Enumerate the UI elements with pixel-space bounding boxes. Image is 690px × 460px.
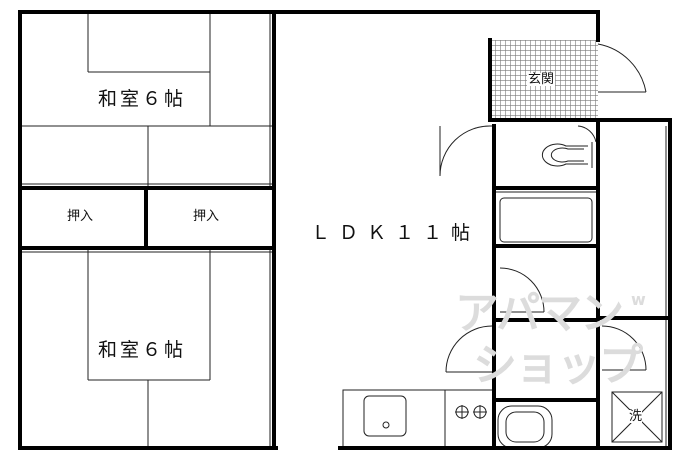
label-ldk: ＬＤＫ１１帖 — [311, 222, 480, 244]
label-sentaku: 洗 — [629, 409, 643, 424]
label-washitsu-bottom: 和室６帖 — [98, 339, 187, 361]
label-washitsu-top: 和室６帖 — [98, 88, 187, 110]
label-oshiire-left: 押入 — [67, 209, 94, 224]
walls — [18, 10, 672, 450]
label-genkan: 玄関 — [527, 72, 556, 87]
label-oshiire-right: 押入 — [193, 209, 220, 224]
